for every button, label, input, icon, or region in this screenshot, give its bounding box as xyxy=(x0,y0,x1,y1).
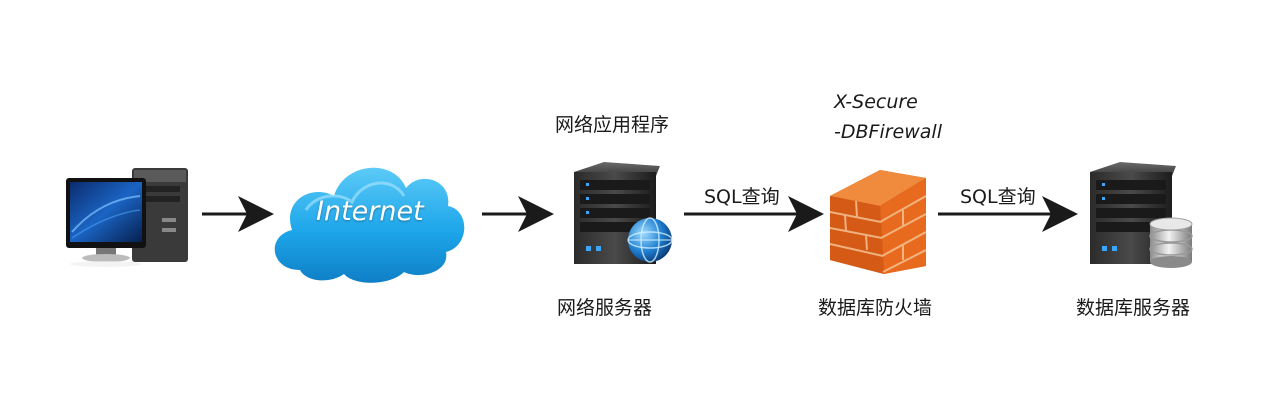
firewall-product-name-line1: X-Secure xyxy=(834,91,918,113)
firewall-brick-wall-icon xyxy=(829,170,927,274)
web-server-icon xyxy=(574,162,673,264)
db-server-label: 数据库服务器 xyxy=(1076,297,1191,319)
internet-cloud-icon xyxy=(274,167,465,283)
desktop-computer-icon xyxy=(66,168,188,267)
web-app-label: 网络应用程序 xyxy=(555,114,670,136)
web-server-label: 网络服务器 xyxy=(557,297,653,319)
database-server-icon xyxy=(1090,162,1193,268)
database-cylinder-icon xyxy=(1149,217,1193,268)
edge-label-sql-query-1: SQL查询 xyxy=(704,186,780,208)
firewall-label: 数据库防火墙 xyxy=(818,297,933,319)
firewall-product-name-line2: -DBFirewall xyxy=(834,121,942,143)
internet-label: Internet xyxy=(316,196,424,227)
edge-label-sql-query-2: SQL查询 xyxy=(960,186,1036,208)
globe-icon xyxy=(627,217,673,263)
